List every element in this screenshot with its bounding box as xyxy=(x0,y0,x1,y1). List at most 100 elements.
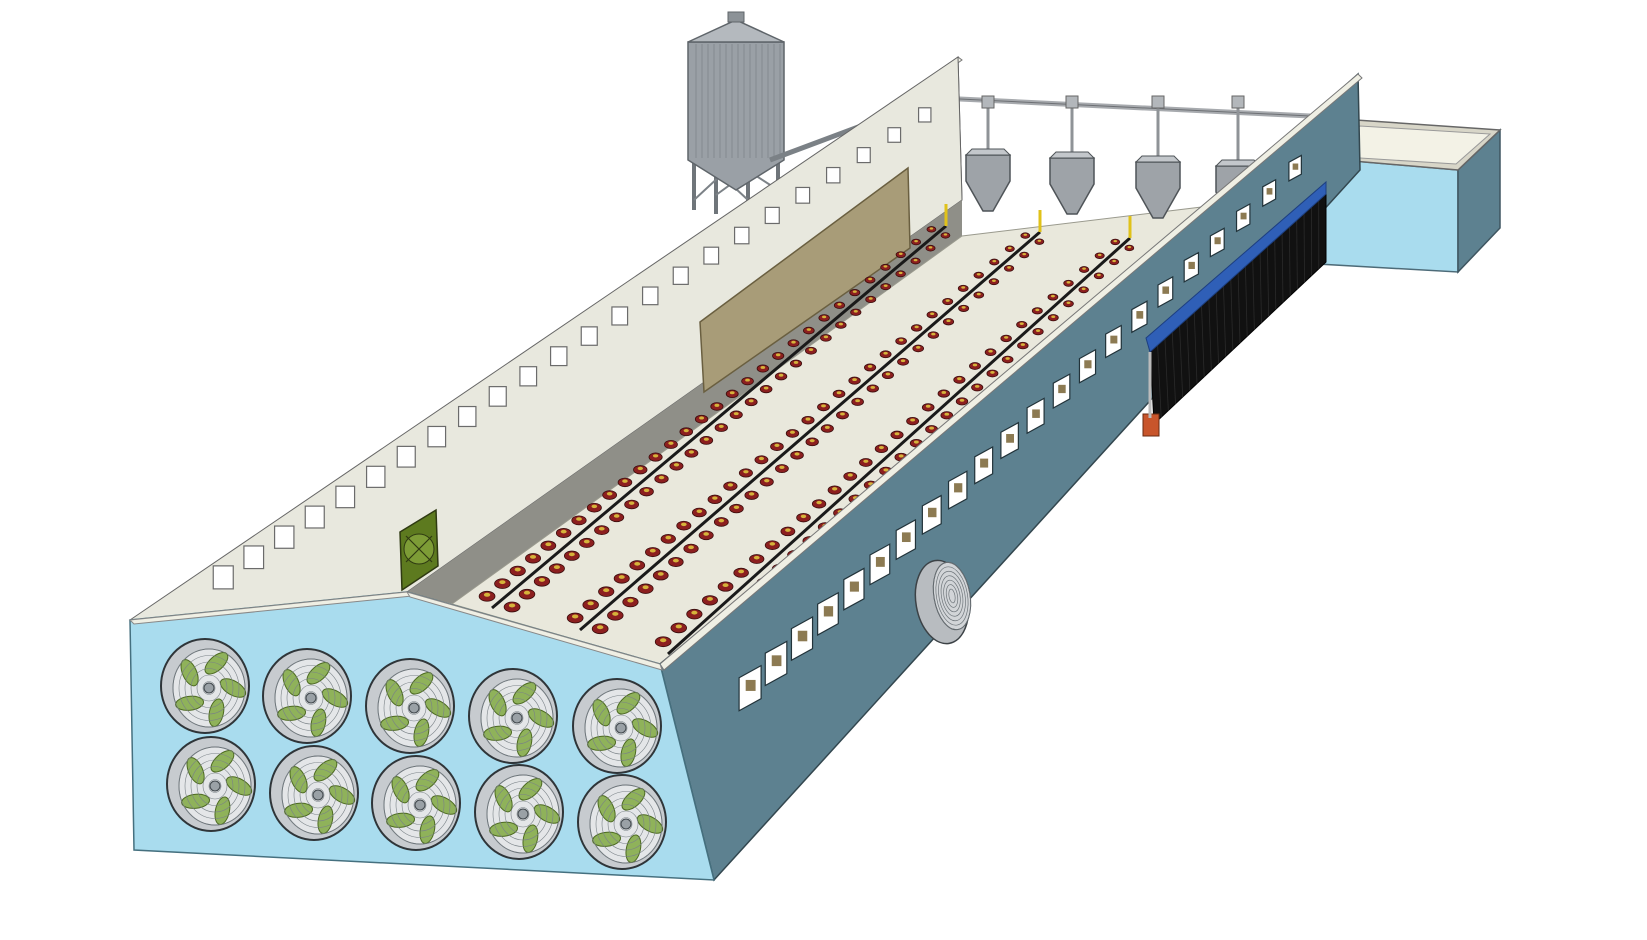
hopper-joint xyxy=(1151,95,1165,109)
back-wall-window xyxy=(856,147,871,164)
window-inlet xyxy=(1292,163,1299,170)
feeder-pan-center xyxy=(1004,336,1009,339)
fan-guard-ring xyxy=(516,807,530,821)
fan-guard-ring xyxy=(311,788,325,802)
feeder-pan-center xyxy=(853,309,858,313)
fan-guard-ring xyxy=(589,784,663,864)
hopper-joint xyxy=(1231,95,1245,109)
feeder-pan-center xyxy=(925,404,931,408)
back-wall-window xyxy=(641,286,659,306)
feeder-pan-center xyxy=(1022,252,1027,256)
feeder-pan-center xyxy=(946,319,951,323)
fan-guard-ring xyxy=(274,658,348,738)
cooling-pad-flute xyxy=(1200,300,1205,377)
cooling-pad-flute xyxy=(1244,261,1248,337)
feeder-pan-center xyxy=(1035,329,1041,332)
window-inlet xyxy=(1136,311,1144,319)
feeder-pan-center xyxy=(800,514,807,519)
feeder-pan-center xyxy=(945,299,950,302)
fan-guard-ring xyxy=(486,685,548,751)
feeder-pan-center xyxy=(868,277,873,281)
feeder-pan-center xyxy=(1097,273,1101,277)
back-wall-window xyxy=(243,545,265,570)
hopper-top xyxy=(964,148,1012,156)
fan-guard-ring xyxy=(486,774,560,854)
fan-guard-ring xyxy=(601,797,651,851)
exhaust-fan xyxy=(474,764,564,860)
feeder-pan-center xyxy=(634,562,641,566)
side-wall-window xyxy=(1288,154,1302,182)
back-wall-window xyxy=(703,246,720,265)
back-wall-window xyxy=(488,386,507,407)
feeder-pan-center xyxy=(627,598,634,603)
hopper-top xyxy=(1214,159,1262,167)
back-wall-window xyxy=(795,186,811,204)
feeder-pan-center xyxy=(1007,246,1012,250)
back-wall xyxy=(128,55,963,625)
side-wall-window xyxy=(1183,251,1200,283)
feeder-pan-center xyxy=(545,542,552,547)
feeder-pan-center xyxy=(668,441,674,445)
feeder-pan-center xyxy=(722,583,729,588)
feeder-pan-center xyxy=(793,361,799,364)
back-wall-window xyxy=(427,425,447,448)
hopper-body xyxy=(1135,161,1181,219)
fan-guard-ring xyxy=(299,775,337,815)
feed-hopper xyxy=(1134,95,1182,219)
feeder-pan-center xyxy=(852,378,857,382)
feeder-pan-center xyxy=(832,487,838,491)
feeder-pan-center xyxy=(931,332,936,336)
feeder-lines xyxy=(478,204,1135,658)
feeder-pan-center xyxy=(943,233,948,236)
feeder-pan-center xyxy=(673,463,680,467)
feeder-pan-center xyxy=(706,597,713,601)
hopper-joint xyxy=(981,95,995,109)
feeder-pan-center xyxy=(885,372,891,376)
feeder-pan-center xyxy=(727,483,734,487)
cooling-pad-flute xyxy=(1208,293,1212,371)
circular-fan-ring xyxy=(935,566,969,626)
fan-hub xyxy=(511,712,523,724)
window-inlet xyxy=(1240,212,1247,220)
feeder-pan-center xyxy=(1005,357,1010,360)
feeder-pan-center xyxy=(553,565,560,570)
fan-guard-ring xyxy=(293,768,343,822)
fan-guard-ring xyxy=(510,800,536,828)
back-wall-window xyxy=(212,565,234,590)
end-wall-top-right xyxy=(405,591,663,671)
feeder-pan-center xyxy=(696,509,703,513)
feeder-pan-center xyxy=(809,439,815,443)
feeder-pan-center xyxy=(1037,239,1042,242)
side-wall-window xyxy=(1052,373,1071,410)
circular-fan-ring xyxy=(945,584,959,608)
back-wall-window xyxy=(519,366,538,387)
fan-guard-ring xyxy=(196,674,222,702)
hopper-top xyxy=(1048,151,1096,159)
exhaust-fan xyxy=(577,774,667,870)
feeder-pan-center xyxy=(898,454,904,458)
side-wall-window xyxy=(1209,227,1225,258)
feeder-pan-center xyxy=(1035,308,1040,312)
feeder-pan-center xyxy=(976,273,981,276)
side-wall-window xyxy=(1000,421,1019,460)
feeder-pan-center xyxy=(568,552,575,557)
fan-guard-ring xyxy=(389,681,439,735)
feeder-pan-center xyxy=(658,475,665,480)
feeder-pan-center xyxy=(785,528,791,532)
fan-guard-ring xyxy=(292,678,330,718)
feeder-pan-center xyxy=(596,625,604,630)
feeder-pan-center xyxy=(1020,343,1025,346)
exhaust-fan xyxy=(572,678,662,774)
exhaust-fan xyxy=(371,755,461,851)
feeder-pan-center xyxy=(806,328,811,331)
fan-guard-ring xyxy=(407,701,421,715)
side-wall-window xyxy=(1262,178,1277,208)
feeder-pan-center xyxy=(816,500,822,505)
feeder-pan-center xyxy=(883,351,888,355)
feeder-pan-center xyxy=(523,590,531,595)
feeder-pan-center xyxy=(718,424,724,428)
feeder-pan-center xyxy=(499,580,506,585)
side-wall-window xyxy=(738,664,762,712)
feeder-pan-center xyxy=(760,366,766,369)
